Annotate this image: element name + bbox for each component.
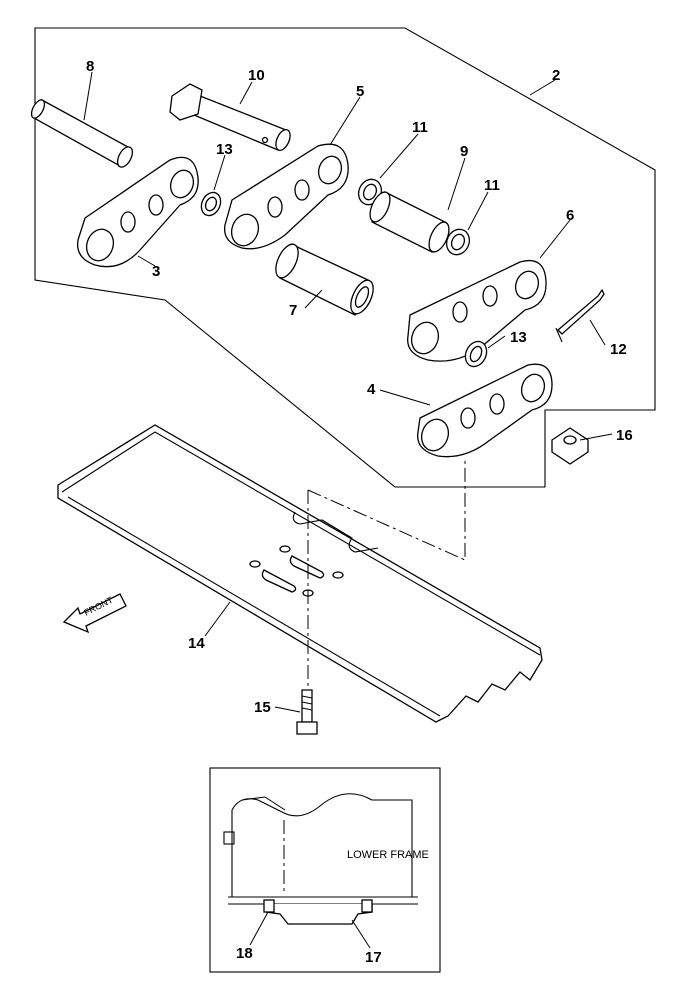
callout-15: 15 — [254, 699, 271, 716]
link-right-part — [407, 259, 547, 362]
callout-6: 6 — [566, 207, 574, 224]
bushing-lower-part — [275, 243, 374, 316]
pin-part — [30, 99, 134, 168]
bolt-part — [296, 689, 318, 735]
callout-9: 9 — [460, 143, 468, 160]
callout-10: 10 — [248, 67, 265, 84]
callout-11-lower: 11 — [484, 177, 500, 194]
spacer-lower-part — [445, 228, 471, 256]
link-center-part — [223, 143, 349, 250]
callout-4: 4 — [367, 381, 376, 398]
callout-18: 18 — [236, 945, 253, 962]
front-arrow: FRONT — [62, 593, 127, 634]
callout-3: 3 — [152, 263, 160, 280]
callout-12: 12 — [610, 341, 627, 358]
callout-8: 8 — [86, 58, 94, 75]
track-shoe-part — [57, 424, 543, 723]
link-left-part — [76, 156, 199, 268]
callout-7: 7 — [289, 302, 297, 319]
callout-11-upper: 11 — [412, 119, 428, 136]
lower-frame-label: LOWER FRAME — [347, 849, 429, 861]
bushing-part — [369, 191, 450, 253]
nut-part — [551, 427, 589, 465]
master-pin-part — [169, 83, 291, 151]
callout-14: 14 — [188, 635, 205, 652]
callout-17: 17 — [365, 949, 382, 966]
callout-5: 5 — [356, 83, 364, 100]
callout-13-lower: 13 — [510, 329, 527, 346]
leader-lines — [83, 71, 613, 713]
callout-16: 16 — [616, 427, 633, 444]
inset-detail: LOWER FRAME 18 17 — [209, 767, 441, 973]
callout-13-upper: 13 — [216, 141, 233, 158]
clip-part — [557, 288, 605, 335]
assembly-boundary — [34, 27, 656, 488]
callout-2: 2 — [552, 67, 560, 84]
link-bottom-part — [417, 363, 553, 458]
seal-ring-lower-part — [464, 340, 488, 368]
seal-ring-upper-part — [200, 191, 222, 217]
